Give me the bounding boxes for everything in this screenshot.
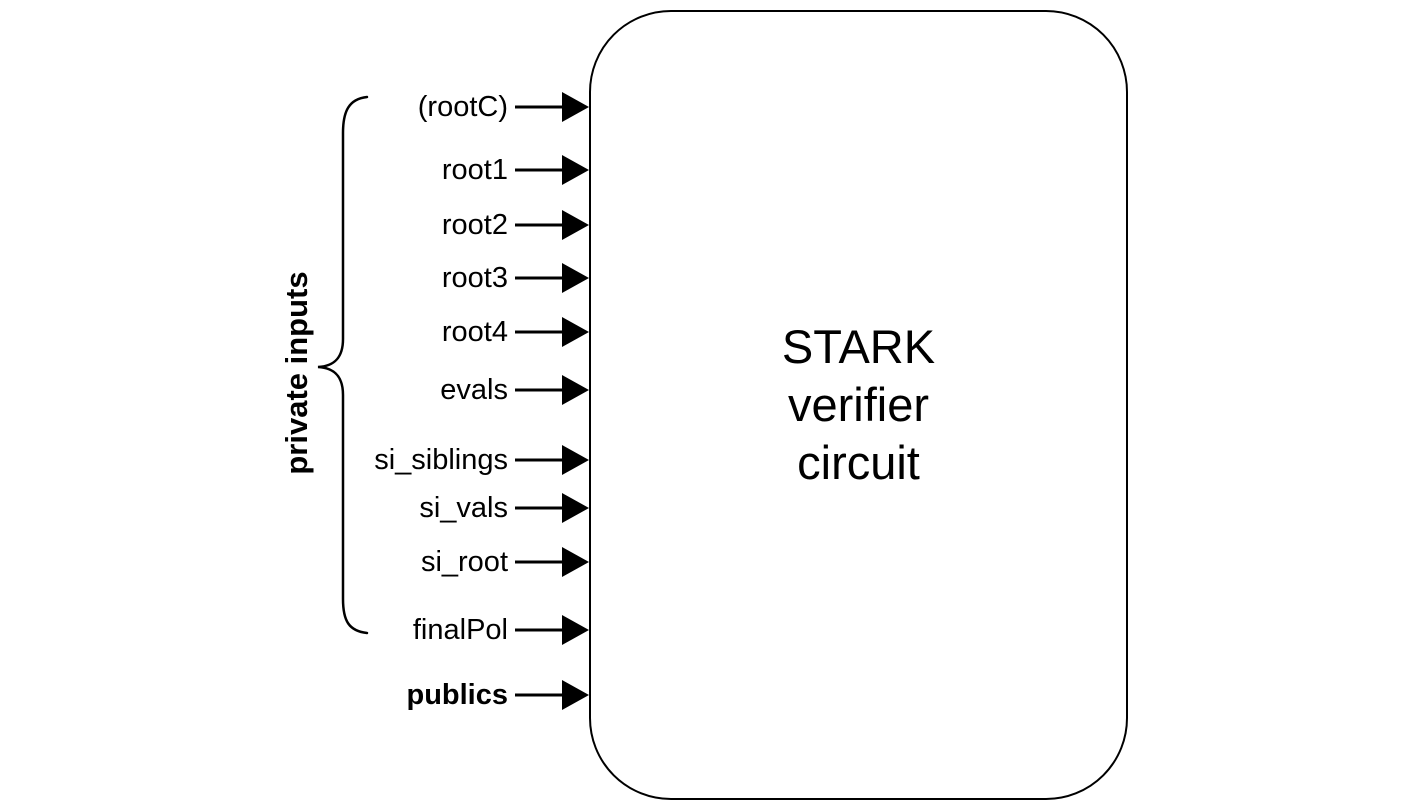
private-inputs-label: private inputs (279, 271, 314, 475)
input-label: (rootC) (417, 90, 508, 123)
input-label: si_root (420, 545, 508, 578)
input-label: root3 (441, 261, 508, 294)
input-row-si-root: si_root (421, 542, 589, 582)
input-row-root1: root1 (442, 150, 589, 190)
arrow-right-icon (515, 493, 589, 523)
input-label: root1 (441, 153, 508, 186)
input-row-evals: evals (440, 370, 589, 410)
input-label: finalPol (412, 613, 508, 646)
arrow-right-icon (515, 210, 589, 240)
input-row-si-vals: si_vals (419, 488, 589, 528)
input-label: root2 (441, 208, 508, 241)
arrow-right-icon (515, 263, 589, 293)
arrow-right-icon (515, 615, 589, 645)
input-label: publics (406, 678, 508, 711)
input-label: si_vals (419, 491, 508, 524)
input-row-rootc: (rootC) (418, 87, 589, 127)
input-row-publics: publics (406, 675, 589, 715)
arrow-right-icon (515, 92, 589, 122)
arrow-right-icon (515, 155, 589, 185)
title-line-3: circuit (797, 436, 920, 489)
arrow-right-icon (515, 547, 589, 577)
input-label: root4 (441, 315, 508, 348)
arrow-right-icon (515, 445, 589, 475)
title-line-1: STARK (781, 320, 936, 373)
input-label: evals (440, 373, 508, 406)
arrow-right-icon (515, 317, 589, 347)
input-label: si_siblings (374, 443, 508, 476)
private-inputs-brace (317, 95, 369, 635)
brace-path (317, 95, 369, 635)
stark-verifier-title: STARK verifier circuit (782, 318, 935, 492)
title-line-2: verifier (787, 378, 930, 431)
input-row-root2: root2 (442, 205, 589, 245)
arrow-right-icon (515, 680, 589, 710)
input-row-root4: root4 (442, 312, 589, 352)
input-row-finalpol: finalPol (413, 610, 589, 650)
arrow-right-icon (515, 375, 589, 405)
input-row-si-siblings: si_siblings (374, 440, 589, 480)
stark-verifier-box: STARK verifier circuit (589, 10, 1128, 800)
input-row-root3: root3 (442, 258, 589, 298)
